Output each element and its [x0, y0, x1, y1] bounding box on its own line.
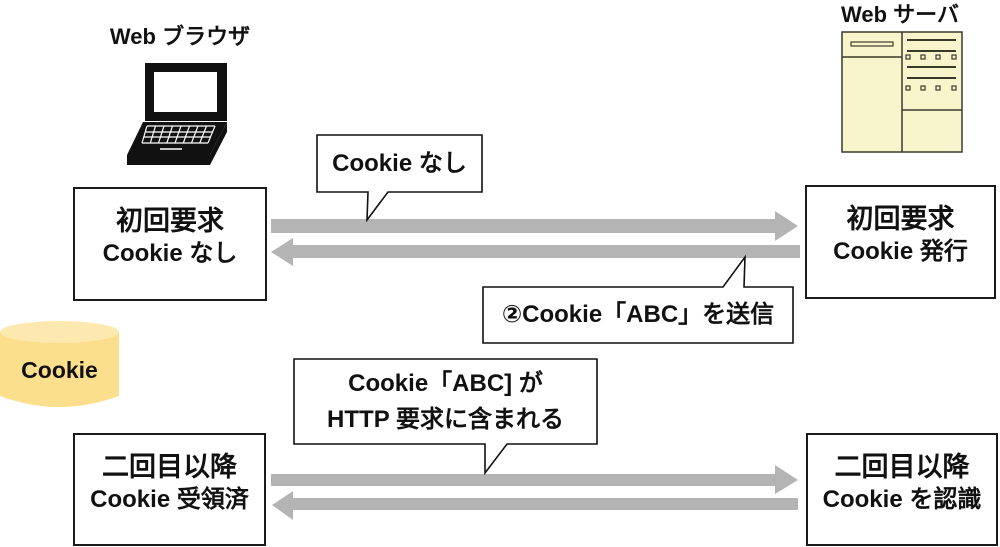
server-text-lines [907, 39, 956, 79]
bubble-first-response-text: ②Cookie「ABC」を送信 [501, 301, 775, 328]
client-subsequent-request-status: Cookie 受領済 [90, 486, 249, 513]
arrow-first-response [271, 238, 800, 266]
server-subsequent-request-status: Cookie を認識 [822, 486, 982, 513]
server-checkboxes [905, 54, 957, 91]
arrow-second-response [272, 491, 798, 520]
server-page-icon [841, 31, 963, 153]
client-first-request-title: 初回要求 [116, 206, 224, 236]
laptop-screen [154, 72, 217, 112]
laptop-side [210, 122, 227, 165]
bubble-first-request: Cookie なし [317, 135, 482, 192]
cylinder-storage-icon [0, 321, 119, 407]
bubble-first-request-shape [316, 134, 483, 223]
server-first-request-title: 初回要求 [846, 204, 955, 234]
laptop-front [127, 155, 210, 165]
browser-title: Web ブラウザ [109, 24, 251, 49]
laptop-icon [127, 63, 227, 165]
cookie-store-label: Cookie [21, 357, 98, 383]
bubble-second-request: Cookie「ABC] が HTTP 要求に含まれる [294, 361, 597, 443]
server-first-request-box: 初回要求 Cookie 発行 [805, 185, 996, 299]
server-title: Web サーバ [841, 2, 959, 27]
laptop-keyboard [141, 125, 216, 150]
bubble-second-request-line1: Cookie「ABC] が [348, 370, 543, 397]
bubble-first-response: ②Cookie「ABC」を送信 [483, 287, 793, 343]
arrow-second-request [271, 465, 798, 494]
client-subsequent-request-title: 二回目以降 [102, 452, 237, 482]
cookie-cylinder-top [0, 321, 119, 343]
bubble-second-request-shape [293, 358, 598, 476]
server-first-request-status: Cookie 発行 [833, 238, 968, 265]
client-first-request-status: Cookie なし [102, 240, 238, 267]
server-subsequent-request-box: 二回目以降 Cookie を認識 [806, 433, 998, 546]
client-first-request-box: 初回要求 Cookie なし [73, 187, 267, 301]
server-left-header-field [850, 41, 894, 47]
server-subsequent-request-title: 二回目以降 [834, 452, 970, 482]
bubble-first-request-text: Cookie なし [332, 149, 467, 177]
bubble-second-request-line2: HTTP 要求に含まれる [327, 406, 564, 433]
cookie-cylinder-body [0, 332, 119, 407]
client-subsequent-request-box: 二回目以降 Cookie 受領済 [73, 433, 266, 546]
arrow-first-request [271, 211, 798, 241]
bubble-first-response-shape [482, 254, 794, 344]
